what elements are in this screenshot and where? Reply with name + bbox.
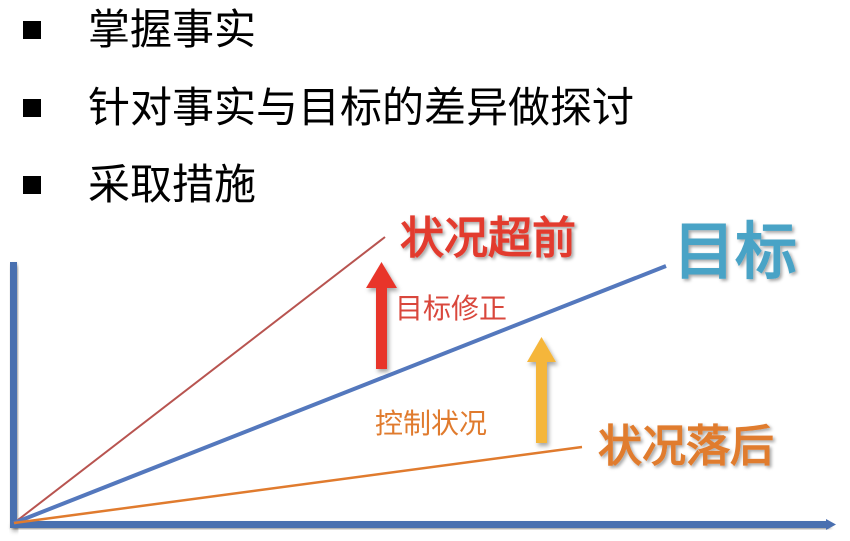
bullet-square-icon [23, 176, 41, 194]
target-line [13, 264, 667, 525]
bullet-square-icon [23, 99, 41, 117]
yellow-up-arrow-icon [527, 337, 556, 443]
x-axis-arrow-icon [826, 519, 836, 530]
bullet-item: 采取措施 [0, 155, 700, 215]
y-axis [10, 262, 17, 528]
bullet-text: 掌握事实 [88, 5, 257, 54]
bullet-item: 掌握事实 [0, 0, 700, 60]
bullet-text: 采取措施 [88, 160, 257, 209]
behind-label: 状况落后 [598, 421, 774, 472]
bullet-square-icon [23, 21, 41, 39]
bullet-item: 针对事实与目标的差异做探讨 [0, 78, 700, 138]
red-up-arrow-icon [366, 262, 397, 369]
ahead-label: 状况超前 [400, 213, 576, 264]
x-axis [10, 521, 828, 528]
control-status-label: 控制状况 [375, 407, 487, 440]
correct-target-label: 目标修正 [395, 292, 507, 325]
target-label: 目标 [673, 215, 797, 288]
ahead-line [13, 236, 386, 524]
bullet-text: 针对事实与目标的差异做探讨 [88, 83, 635, 132]
behind-line [13, 445, 583, 525]
